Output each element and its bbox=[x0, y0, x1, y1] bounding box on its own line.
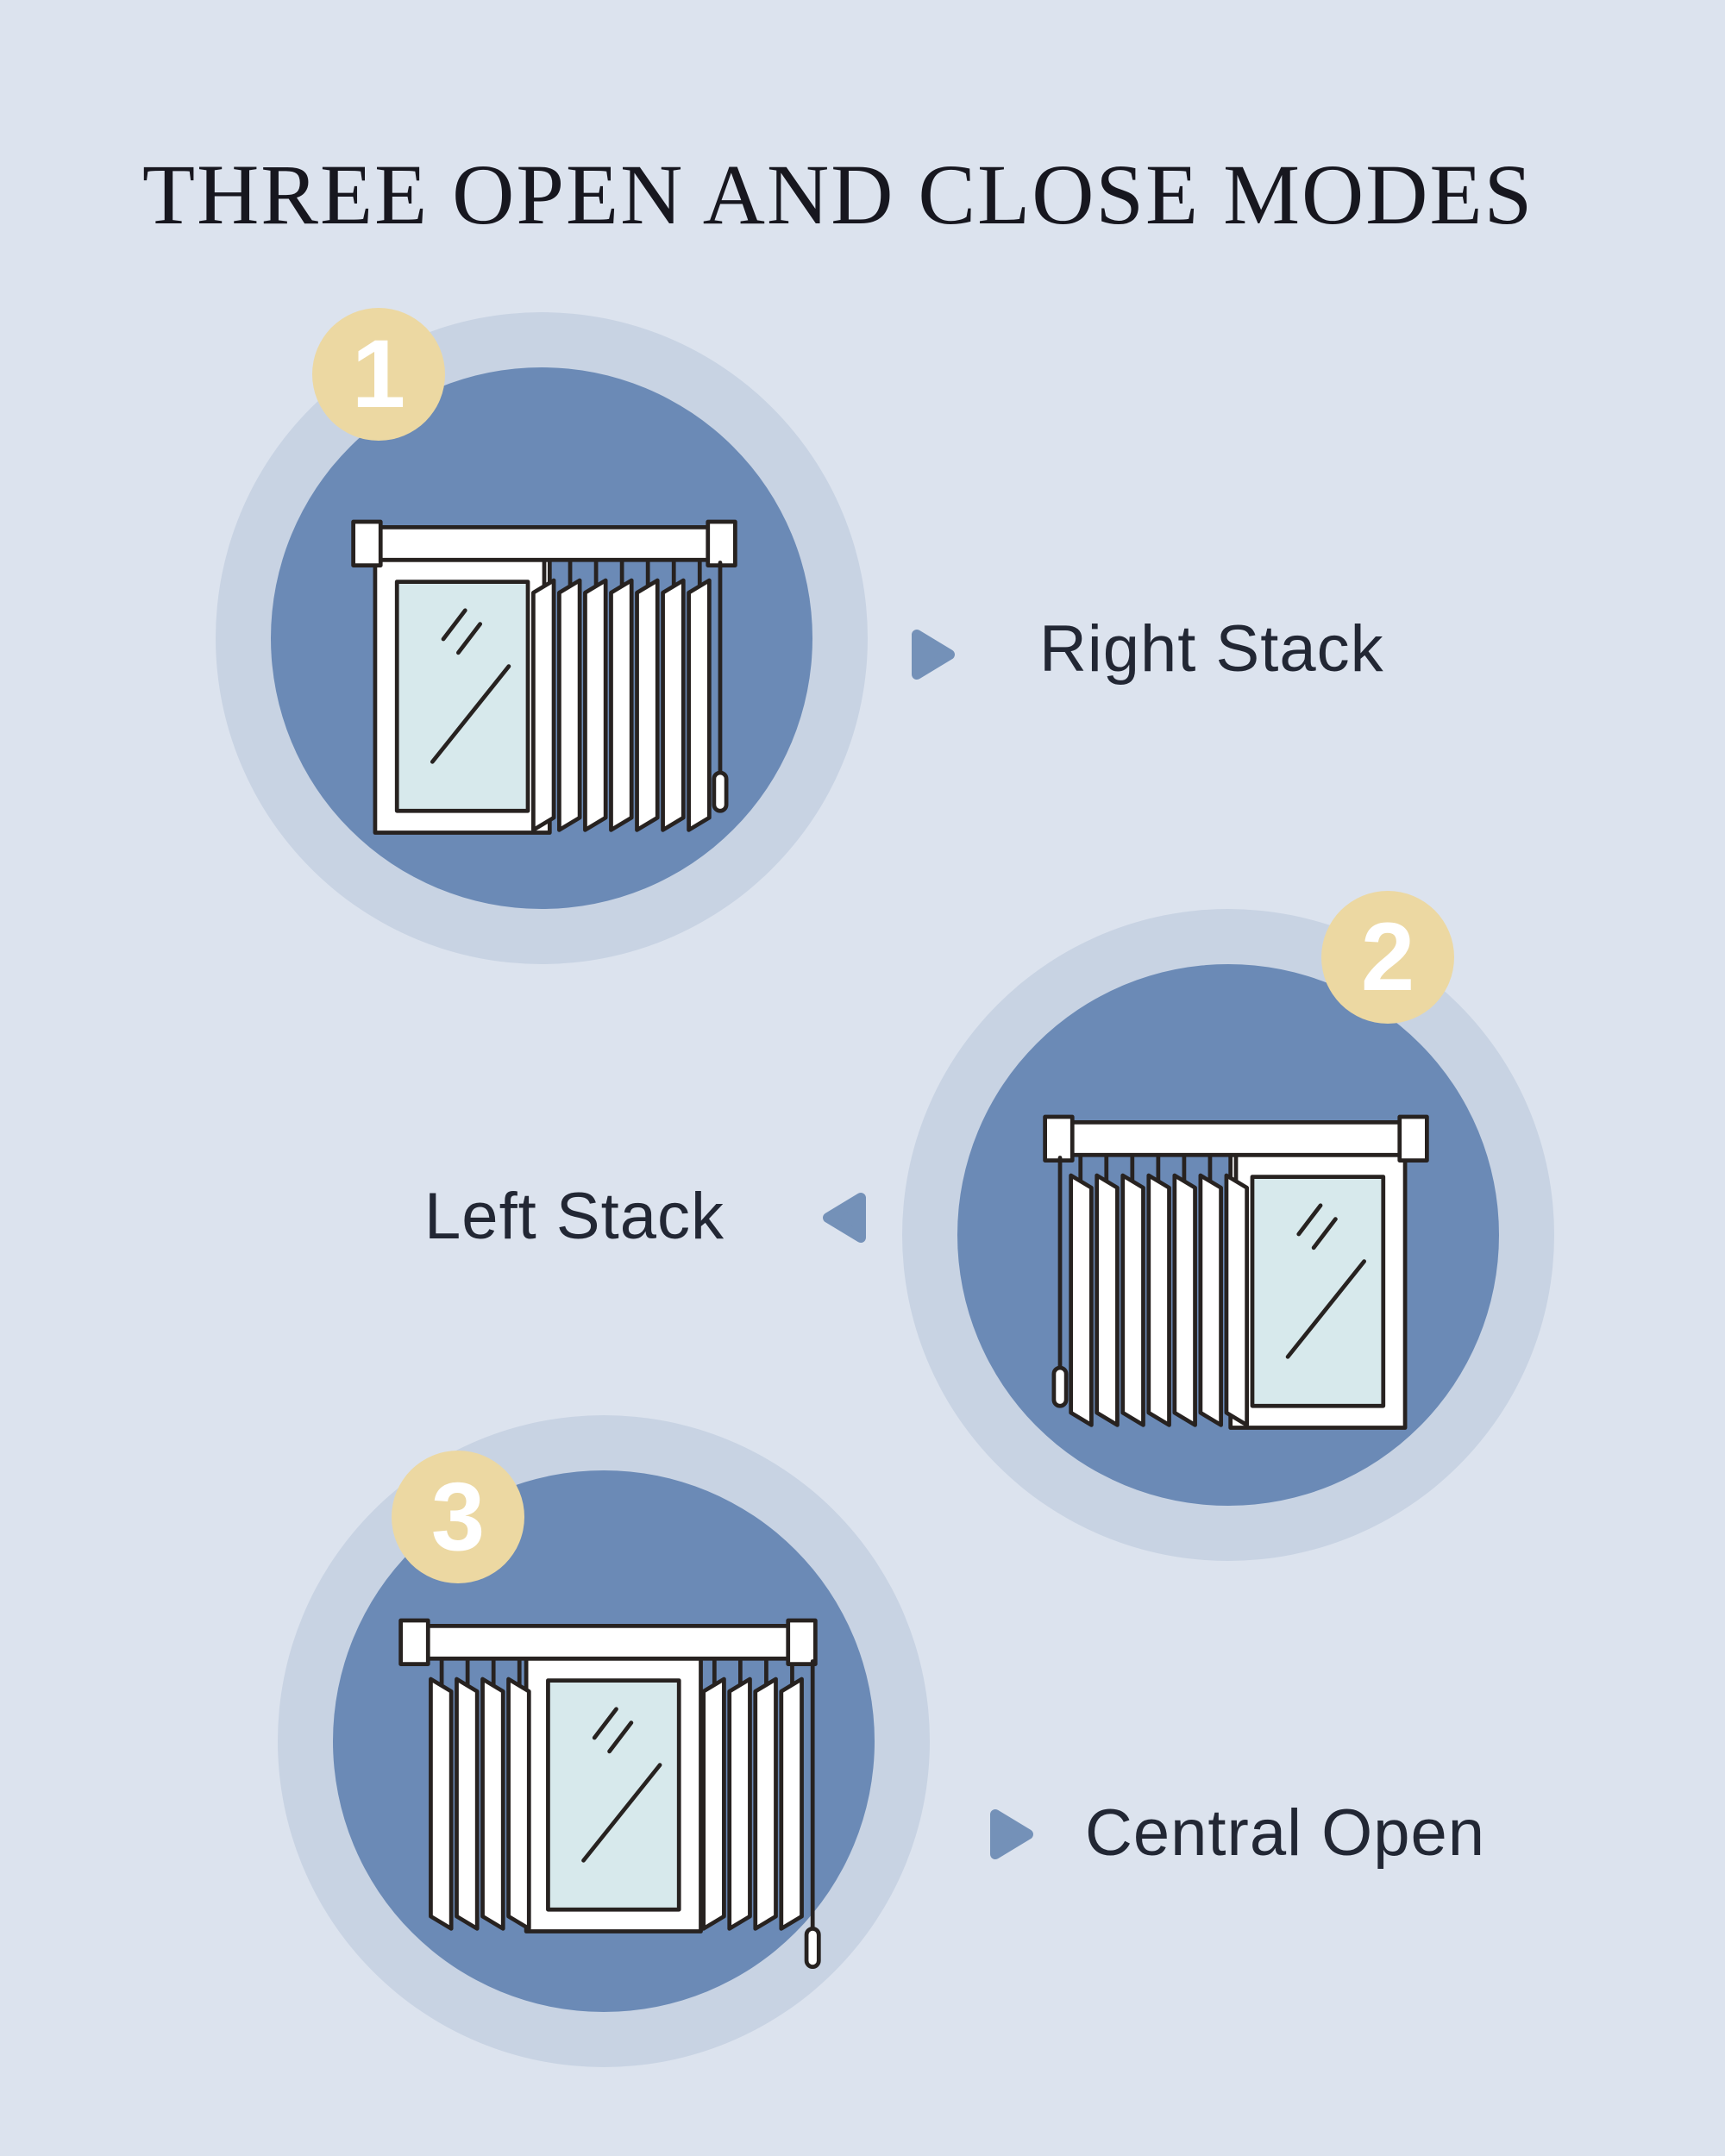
blinds-central-open-illustration bbox=[398, 1618, 821, 1970]
step-number-2: 2 bbox=[1360, 903, 1415, 1011]
page-title: THREE OPEN AND CLOSE MODES bbox=[142, 147, 1534, 242]
step-number-1: 1 bbox=[351, 320, 406, 428]
step-number-3: 3 bbox=[430, 1463, 486, 1570]
arrow-right-icon bbox=[912, 630, 955, 680]
mode1-step-badge: 1 bbox=[312, 308, 445, 441]
arrow-left-icon bbox=[823, 1193, 866, 1243]
mode3-step-badge: 3 bbox=[392, 1451, 524, 1583]
arrow-right-icon bbox=[990, 1809, 1033, 1859]
blinds-left-stack-illustration bbox=[1018, 1100, 1454, 1485]
blinds-right-stack-illustration bbox=[326, 505, 762, 890]
mode1-label: Right Stack bbox=[1039, 612, 1384, 686]
mode2-label: Left Stack bbox=[424, 1180, 724, 1253]
mode2-step-badge: 2 bbox=[1321, 891, 1454, 1024]
mode3-label: Central Open bbox=[1085, 1796, 1486, 1870]
